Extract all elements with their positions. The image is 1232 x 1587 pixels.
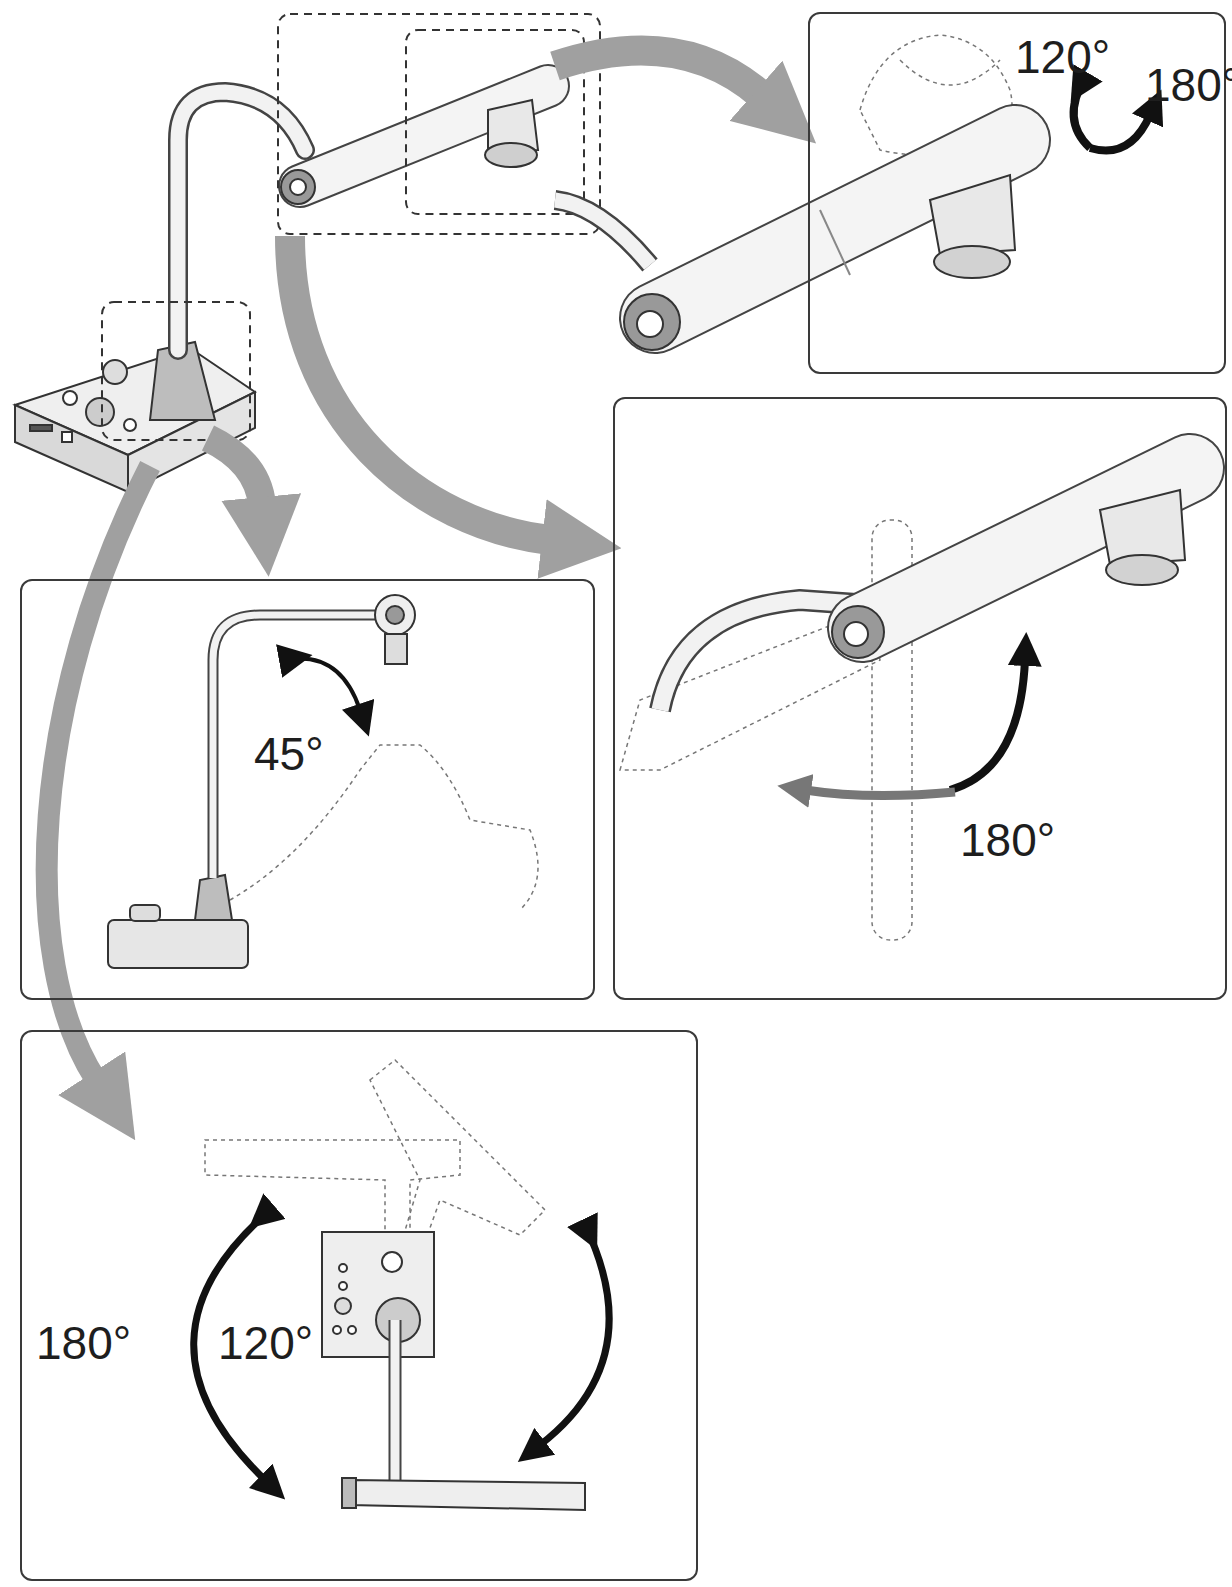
angle-label: 180° — [1145, 62, 1232, 108]
rotation-panel: 45° — [20, 579, 595, 1000]
base-dpad — [86, 398, 114, 426]
zoom-arrow — [208, 438, 262, 505]
camera-arm — [300, 86, 548, 186]
base-button — [124, 419, 136, 431]
arm-seam — [820, 210, 850, 275]
top-view-arm — [350, 1480, 585, 1510]
front-lens — [832, 606, 884, 658]
side-base — [108, 920, 248, 968]
front-lens — [281, 170, 315, 204]
side-camera-end — [375, 595, 415, 635]
top-view-dpad — [335, 1298, 351, 1314]
rotation-panel: 180° — [613, 397, 1227, 1000]
angle-label: 180° — [36, 1320, 131, 1366]
base-port — [30, 425, 52, 431]
base-port — [62, 432, 72, 442]
dashed-highlights — [102, 14, 600, 440]
dashed-box — [102, 302, 250, 440]
neck-tilt-art — [108, 595, 538, 968]
lens — [1106, 555, 1178, 585]
top-view-neck — [391, 1320, 400, 1480]
zoomed-head — [930, 175, 1015, 255]
angle-label: 180° — [960, 817, 1055, 863]
base-rotation-art — [194, 1060, 609, 1510]
ghost-outline — [900, 60, 1000, 85]
head — [1100, 490, 1185, 565]
zoom-arrow — [555, 51, 762, 96]
rotation-panel: 120°180° — [808, 12, 1226, 374]
side-camera-head — [385, 634, 407, 664]
side-neck — [213, 615, 380, 878]
camera-arm-outline — [300, 86, 548, 186]
side-neck-outline — [213, 615, 380, 878]
rotation-arrow — [805, 790, 955, 796]
arm-outline — [862, 468, 1190, 628]
base-knob — [103, 360, 127, 384]
angle-label: 120° — [218, 1320, 313, 1366]
camera-lens — [485, 143, 537, 167]
front-lens-glass — [290, 179, 306, 195]
top-view-button — [339, 1282, 347, 1290]
rotation-arrow — [1090, 115, 1150, 151]
grey-zoom-arrows — [47, 51, 762, 1080]
zoom-arrow — [47, 466, 150, 1080]
top-view-lens — [342, 1478, 356, 1508]
rotation-arrow — [540, 1225, 609, 1445]
neck-segment-outline — [555, 200, 650, 265]
ghost-arm — [620, 520, 912, 940]
rotation-arrow — [950, 660, 1025, 790]
dashed-box — [278, 14, 600, 234]
rotation-panel: 180° 120° — [20, 1030, 698, 1581]
arm — [862, 468, 1190, 628]
tilt-arrow — [285, 659, 360, 710]
zoom-arrow — [290, 236, 550, 540]
angle-label: 120° — [1015, 34, 1110, 80]
base-button — [63, 391, 77, 405]
zoomed-lens — [934, 246, 1010, 278]
side-neck-foot — [195, 875, 232, 920]
top-view-base — [322, 1232, 434, 1357]
side-knob — [130, 905, 160, 921]
top-view-button — [348, 1326, 356, 1334]
head-rotation-art — [555, 35, 1150, 350]
top-view-knob — [382, 1252, 402, 1272]
angle-label: 45° — [254, 731, 324, 777]
rotation-arrow — [1074, 78, 1090, 148]
top-view-button — [333, 1326, 341, 1334]
top-view-neck-outline — [389, 1320, 402, 1480]
zoomed-front-lens-glass — [637, 311, 663, 337]
zoomed-arm-outline — [655, 140, 1015, 318]
neck-segment — [555, 200, 650, 265]
zoomed-arm — [655, 140, 1015, 318]
side-camera-lens — [386, 606, 404, 624]
arm-rotation-art — [620, 468, 1190, 940]
top-view-button — [339, 1264, 347, 1272]
front-lens-glass — [844, 622, 868, 646]
zoomed-front-lens — [624, 294, 680, 350]
